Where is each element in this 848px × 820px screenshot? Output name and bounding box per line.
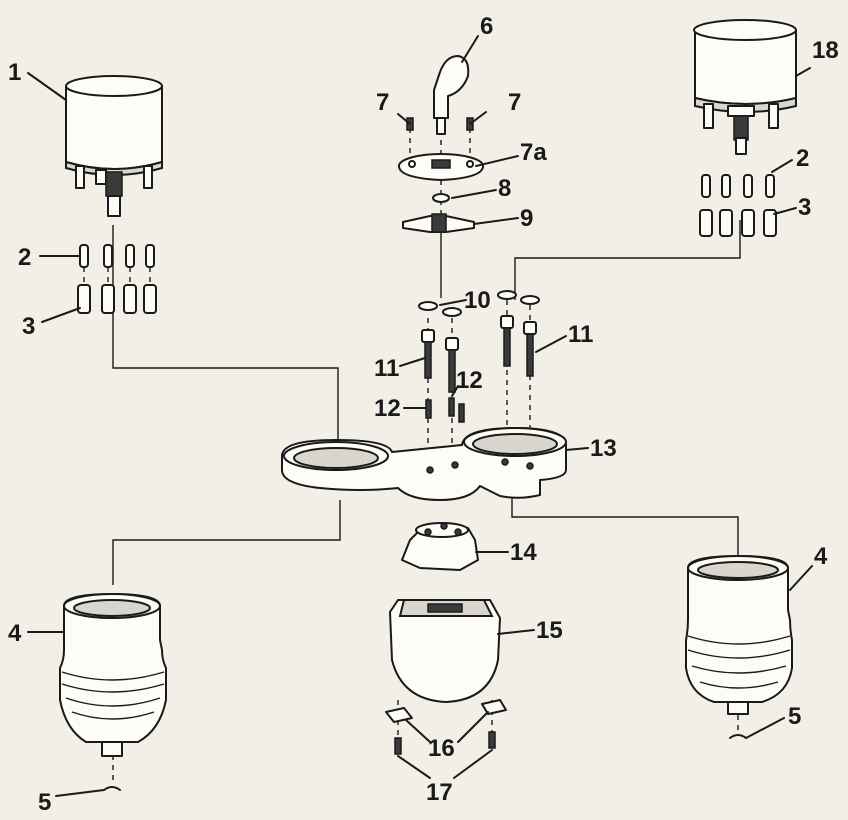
switch-mount [401,522,479,571]
callout-16: 16 [428,735,455,762]
gauge-right [693,19,797,155]
callout-18: 18 [812,37,839,64]
housing-right [685,555,793,715]
switch-plate [398,153,484,181]
callout-5-right: 5 [788,703,801,730]
washer-8 [432,193,450,203]
callout-labels: 1 2 3 4 5 6 7 7 7a 8 9 10 11 11 12 12 13… [8,13,839,816]
bulb-holders-right [699,174,777,237]
callout-9: 9 [520,205,533,232]
leader-lines [27,35,813,797]
callout-11-right: 11 [568,321,593,348]
callout-2-right: 2 [796,145,809,172]
callout-2-left: 2 [18,244,31,271]
callout-7a: 7a [520,139,547,166]
callout-15: 15 [536,617,563,644]
gauge-left [65,75,163,217]
top-bracket [281,427,567,501]
callout-12-lower: 12 [374,395,401,422]
switch-bracket [402,213,475,233]
bulb-holders-left [77,244,157,314]
ignition-switch [433,55,470,135]
callout-11-left: 11 [374,355,399,382]
callout-3-right: 3 [798,194,811,221]
callout-5-left: 5 [38,789,51,816]
center-housing [389,599,501,703]
callout-7-left: 7 [376,89,389,116]
callout-14: 14 [510,539,537,566]
callout-7-right: 7 [508,89,521,116]
callout-12-upper: 12 [456,367,483,394]
callout-8: 8 [498,175,511,202]
callout-17: 17 [426,779,453,806]
callout-4-right: 4 [814,543,828,570]
pins-12 [425,397,465,423]
callout-1: 1 [8,59,21,86]
screws-17 [394,731,496,755]
callout-6: 6 [480,13,493,40]
callout-13: 13 [590,435,617,462]
clips-5 [103,734,747,791]
bolts-11 [421,315,537,393]
clips-16 [385,699,507,723]
washers-10 [418,290,540,317]
callout-4-left: 4 [8,620,22,647]
callout-3-left: 3 [22,313,35,340]
callout-10: 10 [464,287,491,314]
housing-left [59,593,167,757]
